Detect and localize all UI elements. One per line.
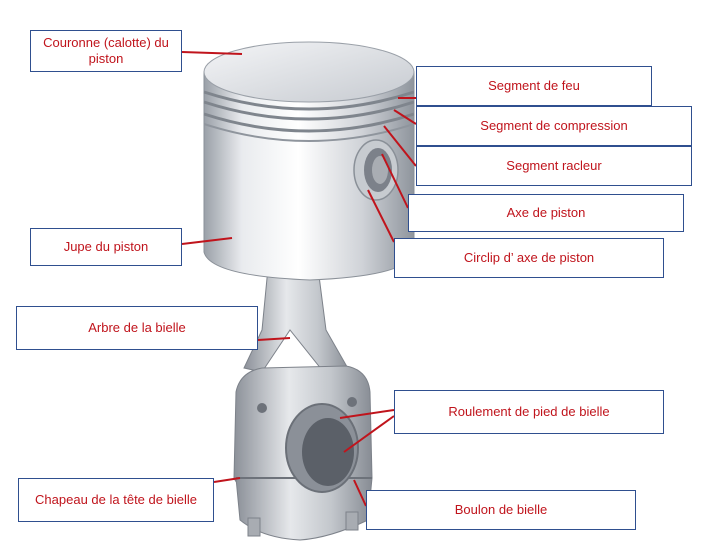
connecting-rod (233, 267, 373, 541)
label-segment-feu-text: Segment de feu (488, 78, 580, 93)
label-circlip: Circlip d’ axe de piston (394, 238, 664, 278)
label-arbre-bielle: Arbre de la bielle (16, 306, 258, 350)
label-jupe-piston-text: Jupe du piston (63, 239, 149, 254)
label-chapeau-tete-text: Chapeau de la tête de bielle (35, 492, 197, 507)
label-roulement-pied: Roulement de pied de bielle (394, 390, 664, 434)
label-segment-compression: Segment de compression (416, 106, 692, 146)
label-segment-compression-text: Segment de compression (480, 118, 628, 133)
label-roulement-pied-text: Roulement de pied de bielle (448, 404, 610, 419)
label-segment-racleur: Segment racleur (416, 146, 692, 186)
label-couronne: Couronne (calotte) du piston (30, 30, 182, 72)
piston (203, 41, 415, 281)
label-axe-piston-text: Axe de piston (506, 205, 586, 220)
label-boulon-bielle-text: Boulon de bielle (454, 502, 548, 517)
label-arbre-bielle-text: Arbre de la bielle (88, 320, 186, 335)
label-jupe-piston: Jupe du piston (30, 228, 182, 266)
leader-lines (181, 51, 417, 507)
label-chapeau-tete: Chapeau de la tête de bielle (18, 478, 214, 522)
label-segment-racleur-text: Segment racleur (506, 158, 602, 173)
label-couronne-text: Couronne (calotte) du piston (43, 35, 169, 66)
label-segment-feu: Segment de feu (416, 66, 652, 106)
label-axe-piston: Axe de piston (408, 194, 684, 232)
label-boulon-bielle: Boulon de bielle (366, 490, 636, 530)
label-circlip-text: Circlip d’ axe de piston (463, 250, 595, 265)
